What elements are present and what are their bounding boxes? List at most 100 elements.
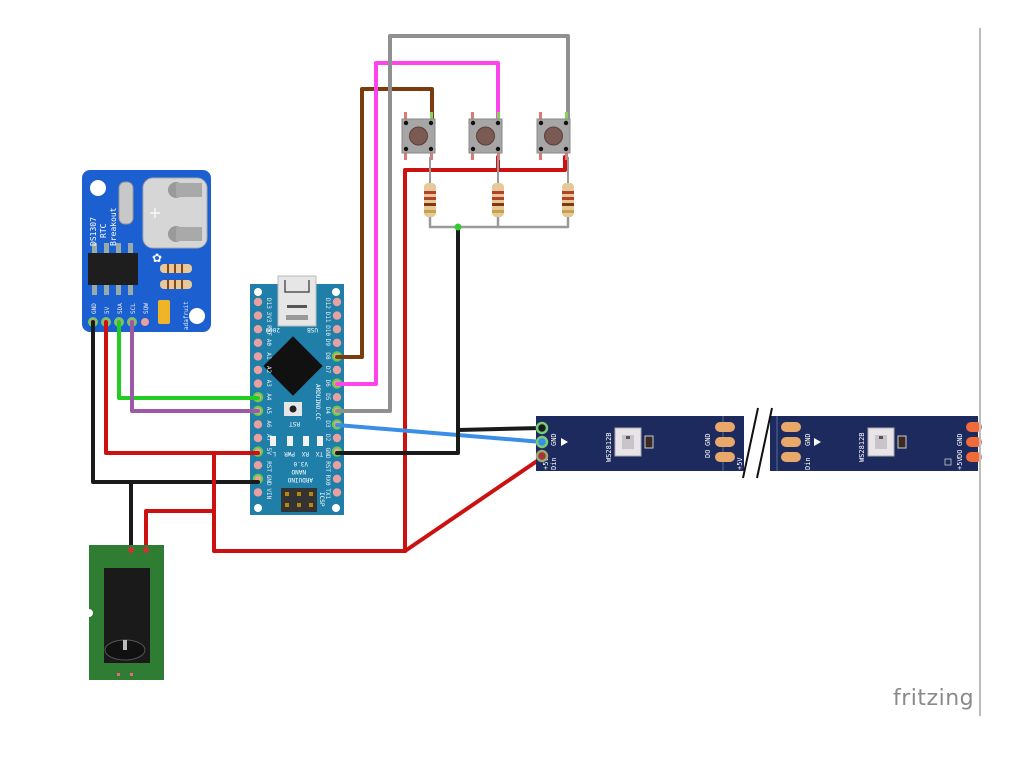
nano-pin-a6[interactable] <box>253 420 263 429</box>
nano-pin-d10[interactable] <box>332 325 342 334</box>
push-button-2[interactable] <box>468 112 503 160</box>
nano-pin-label: D5 <box>324 393 331 401</box>
rtc-pin-label-gnd: GND <box>91 303 98 314</box>
resistor-2 <box>492 157 504 217</box>
nano-pin-ref[interactable] <box>253 325 263 334</box>
nano-pin-a3[interactable] <box>253 379 263 388</box>
d3-strip-din-wire[interactable] <box>335 423 544 444</box>
chip-label-1: WS2812B <box>605 432 613 462</box>
arduino-nano[interactable]: 2009 USB RST ARDUINO.CC L PWR RX TX V3.0… <box>250 275 344 515</box>
d4-button3-wire[interactable] <box>335 34 570 413</box>
icsp-header <box>281 488 317 512</box>
nano-pin-label: D9 <box>324 339 331 347</box>
nano-pin-label: D2 <box>324 434 331 442</box>
nano-pin-d2[interactable] <box>332 433 342 443</box>
strip-pin-gnd[interactable] <box>535 421 549 435</box>
nano-pin-label: A4 <box>265 393 272 401</box>
nano-pin-a1[interactable] <box>253 352 263 361</box>
nano-pin-rx0[interactable] <box>332 474 342 483</box>
nano-pin-label: A7 <box>265 434 272 442</box>
nano-pin-label: 5V <box>265 448 272 456</box>
strip-in-5v-label: +5V <box>542 457 550 470</box>
rtc-5v-wire[interactable] <box>104 320 260 455</box>
push-buttons <box>401 112 571 160</box>
junction-dot <box>454 223 462 231</box>
led-tx <box>317 436 323 446</box>
power-jack[interactable] <box>85 545 164 680</box>
button-5v-wire[interactable] <box>403 155 567 553</box>
button-cap-icon <box>476 126 495 146</box>
nano-pin-d13[interactable] <box>253 297 263 307</box>
nano-pin-d12[interactable] <box>332 297 342 307</box>
break-line-icon <box>742 407 759 479</box>
rtc-scl-wire[interactable] <box>130 320 260 413</box>
nano-brand-label: ARDUINO.CC <box>314 384 321 421</box>
nano-pin-label: RX0 <box>324 475 331 486</box>
strip-break-gap <box>743 408 772 478</box>
nano-pin-label: GND <box>265 475 272 486</box>
nano-pin-label: TX1 <box>324 488 331 499</box>
strip-gnd-wire[interactable] <box>456 426 544 432</box>
nano-pin-label: D11 <box>324 312 331 323</box>
rtc-maker-label: adafruit <box>183 301 190 330</box>
crystal <box>118 181 134 225</box>
nano-pin-a2[interactable] <box>253 365 263 375</box>
nano-pin-a0[interactable] <box>253 338 263 347</box>
rtc-module[interactable]: ✿ DS1307 RTC Breakout adafruit GND 5V SD… <box>82 170 211 332</box>
strip-pin-5v[interactable] <box>535 449 549 463</box>
nano-pin-d11[interactable] <box>332 311 342 320</box>
strip2-in-gnd-label: GND <box>804 433 812 446</box>
jack-pin-gnd[interactable] <box>128 547 134 553</box>
strip-pin-din[interactable] <box>535 435 549 449</box>
rtc-pin-sqw[interactable] <box>141 318 149 326</box>
5v-rail-wire[interactable] <box>212 451 407 553</box>
resistor-1 <box>424 157 436 217</box>
nano-pin-label: D8 <box>324 352 331 360</box>
rtc-chip <box>88 253 138 285</box>
nano-pin-3v3[interactable] <box>253 311 263 320</box>
push-button-1[interactable] <box>401 112 436 160</box>
rtc-mount-hole <box>90 180 106 196</box>
nano-pin-label: A6 <box>265 420 272 428</box>
nano-pin-rst[interactable] <box>253 461 263 470</box>
nano-pin-d7[interactable] <box>332 365 342 375</box>
led-pwr <box>287 436 293 446</box>
jack-5v-wire[interactable] <box>144 509 216 552</box>
strip-out-do-label: DO <box>704 450 712 458</box>
nano-pin-vin[interactable] <box>253 488 263 497</box>
gnd-strip-wire[interactable] <box>335 225 460 455</box>
plus-icon <box>150 208 160 218</box>
nano-pin-d5[interactable] <box>332 393 342 402</box>
nano-pin-label: A5 <box>265 407 272 415</box>
nano-pin-label: 3V3 <box>265 312 272 323</box>
led-l <box>270 436 276 446</box>
nano-pin-label: D13 <box>265 298 272 309</box>
strip-5v-wire[interactable] <box>403 457 542 553</box>
rtc-sda-wire[interactable] <box>117 320 260 400</box>
fritzing-logo: fritzing <box>893 686 975 711</box>
d8-button1-wire[interactable] <box>335 87 434 359</box>
nano-pin-label: D3 <box>324 420 331 428</box>
nano-pin-label: D6 <box>324 380 331 388</box>
nano-pin-tx1[interactable] <box>332 488 342 497</box>
led-label-tx: TX <box>315 450 323 457</box>
nano-year-label: 2009 <box>265 326 280 333</box>
jack-pin-5v[interactable] <box>143 547 149 553</box>
wires <box>91 34 570 553</box>
nano-pin-label: D4 <box>324 407 331 415</box>
rtc-gnd-wire[interactable] <box>91 320 260 484</box>
nano-pin-a7[interactable] <box>253 433 263 443</box>
rtc-capacitor <box>158 300 170 324</box>
button-cap-icon <box>544 126 563 146</box>
rtc-pin-label-sqw: SQW <box>143 303 150 314</box>
nano-pin-d9[interactable] <box>332 338 342 347</box>
d6-button2-wire[interactable] <box>335 61 500 386</box>
rtc-pin-label-5v: 5V <box>104 306 111 314</box>
led-strip[interactable]: WS2812B WS2812B GND Din +5V GND DO +5V G… <box>535 407 982 479</box>
push-button-3[interactable] <box>536 112 571 160</box>
nano-pin-rst[interactable] <box>332 461 342 470</box>
strip-out-gnd-label: GND <box>704 433 712 446</box>
strip2-out-5v-label: +5V <box>956 457 964 470</box>
nano-pin-label: RST <box>324 461 331 472</box>
